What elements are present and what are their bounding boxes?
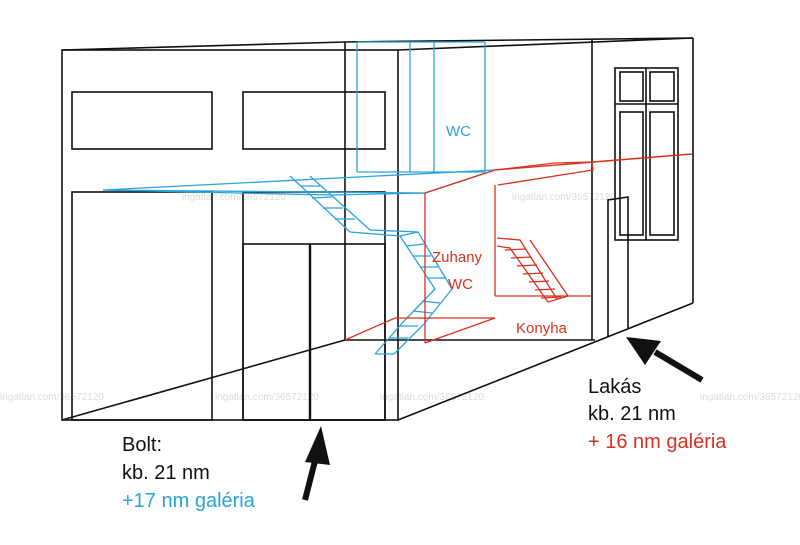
roof-edge-left	[61, 41, 346, 51]
flat-gallery-plan	[344, 153, 693, 344]
shop-arrow-icon	[302, 426, 330, 501]
transom-window-right	[242, 91, 386, 150]
flat-bath-floor-edge	[424, 317, 496, 344]
flat-wc-label: WC	[448, 276, 473, 293]
shop-window	[71, 191, 213, 421]
roof-edge-right	[397, 37, 694, 51]
shop-caption-area: kb. 21 nm	[122, 462, 210, 484]
watermark-6: ingatlan.com/36572120	[700, 392, 800, 403]
side-wall-floor-edge	[397, 302, 694, 421]
flat-caption-area: kb. 21 nm	[588, 403, 676, 425]
shop-caption-title: Bolt:	[122, 434, 162, 456]
flat-shower-label: Zuhany	[432, 249, 483, 266]
back-pane-br	[649, 111, 675, 236]
flat-stair	[496, 237, 570, 303]
side-door	[607, 196, 629, 336]
back-pane-tr	[649, 71, 675, 102]
roof-back-edge	[344, 37, 694, 43]
shop-gallery-front-edge	[102, 189, 426, 194]
watermark-1: ingatlan.com/36572120	[182, 192, 286, 203]
flat-gallery-back-edge	[591, 153, 693, 163]
transom-window-left	[71, 91, 213, 150]
shop-gallery-plan	[102, 41, 496, 355]
flat-caption-title: Lakás	[588, 376, 641, 398]
shop-wc-label: WC	[446, 123, 471, 140]
flat-arrow-icon	[626, 337, 704, 383]
entrance-frame	[242, 191, 386, 421]
flat-bath-floor	[344, 317, 495, 341]
watermark-2: ingatlan.com/36572120	[512, 192, 616, 203]
watermark-4: ingatlan.com/36572120	[215, 392, 319, 403]
floor-diagonal	[61, 339, 346, 421]
building-outline	[61, 37, 694, 421]
shop-caption-gallery: +17 nm galéria	[122, 490, 256, 512]
watermark-5: ingatlan.com/36572120	[380, 392, 484, 403]
flat-kitchen-label: Konyha	[516, 320, 568, 337]
watermark-3: ingatlan.com/36572120	[0, 392, 104, 403]
shop-stair	[289, 175, 453, 355]
flat-caption-gallery: + 16 nm galéria	[588, 431, 727, 453]
back-pane-tl	[619, 71, 644, 102]
front-facade	[61, 49, 399, 421]
back-pane-bl	[619, 111, 644, 236]
entrance-door	[242, 243, 386, 421]
flat-gallery-edge	[424, 161, 594, 194]
watermarks: ingatlan.com/36572120 ingatlan.com/36572…	[0, 192, 800, 403]
